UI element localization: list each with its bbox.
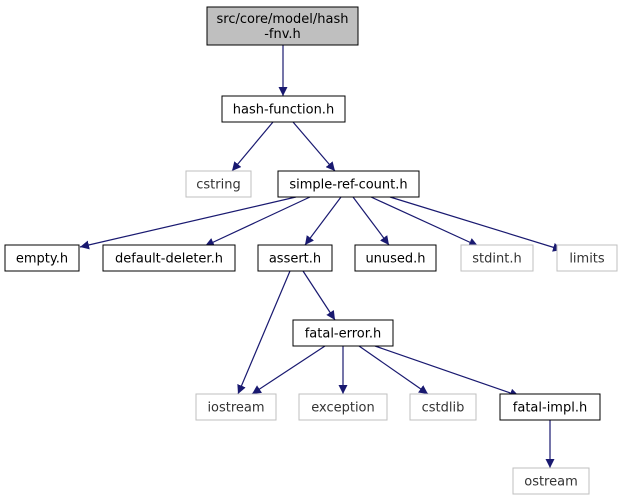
- node-fatal-error[interactable]: fatal-error.h: [292, 319, 394, 347]
- node-label-unused: unused.h: [365, 252, 425, 267]
- node-hash-function[interactable]: hash-function.h: [221, 95, 346, 123]
- node-box-limits: [556, 244, 618, 272]
- nodes: src/core/model/hash-fnv.h hash-function.h…: [4, 6, 618, 495]
- node-simple-ref-count[interactable]: simple-ref-count.h: [277, 170, 420, 198]
- node-label-stdint: stdint.h: [472, 252, 521, 267]
- node-label-default-deleter: default-deleter.h: [115, 252, 223, 267]
- node-label-hash-fnv: -fnv.h: [264, 27, 301, 42]
- node-label-limits: limits: [569, 252, 605, 267]
- node-label-assert: assert.h: [269, 252, 321, 267]
- edge-simple-ref-count-to-stdint: [370, 196, 479, 247]
- node-box-default-deleter: [102, 244, 236, 272]
- edge-assert-to-iostream: [237, 270, 291, 395]
- node-label-fatal-error: fatal-error.h: [305, 327, 382, 342]
- node-label-cstdlib: cstdlib: [422, 401, 465, 416]
- node-box-fatal-impl: [499, 393, 601, 421]
- node-limits: limits: [556, 244, 618, 272]
- node-default-deleter[interactable]: default-deleter.h: [102, 244, 236, 272]
- node-unused[interactable]: unused.h: [354, 244, 437, 272]
- node-label-cstring: cstring: [196, 178, 240, 193]
- edge-simple-ref-count-to-empty: [79, 196, 297, 250]
- node-label-ostream: ostream: [524, 475, 578, 490]
- edge-simple-ref-count-to-limits: [389, 196, 563, 252]
- node-box-hash-function: [221, 95, 346, 123]
- edge-fatal-error-to-cstdlib: [358, 345, 429, 395]
- node-empty[interactable]: empty.h: [4, 244, 80, 272]
- node-box-unused: [354, 244, 437, 272]
- edge-fatal-error-to-fatal-impl: [374, 345, 520, 398]
- node-box-ostream: [512, 467, 590, 495]
- node-cstdlib: cstdlib: [409, 393, 477, 421]
- node-ostream: ostream: [512, 467, 590, 495]
- edge-hash-function-to-cstring: [231, 121, 274, 172]
- edge-hash-function-to-simple-ref-count: [292, 121, 336, 172]
- node-label-exception: exception: [311, 401, 375, 416]
- node-box-iostream: [195, 393, 277, 421]
- edge-assert-to-fatal-error: [302, 270, 336, 321]
- node-box-exception: [298, 393, 388, 421]
- edge-simple-ref-count-to-default-deleter: [204, 196, 311, 247]
- node-box-hash-fnv: [206, 6, 359, 46]
- node-box-simple-ref-count: [277, 170, 420, 198]
- edge-simple-ref-count-to-unused: [352, 196, 390, 246]
- edge-simple-ref-count-to-assert: [304, 196, 342, 246]
- node-label-empty: empty.h: [16, 252, 68, 267]
- node-fatal-impl[interactable]: fatal-impl.h: [499, 393, 601, 421]
- node-iostream: iostream: [195, 393, 277, 421]
- node-box-assert: [257, 244, 333, 272]
- node-assert[interactable]: assert.h: [257, 244, 333, 272]
- node-exception: exception: [298, 393, 388, 421]
- node-cstring: cstring: [185, 170, 252, 198]
- node-stdint: stdint.h: [460, 244, 534, 272]
- node-label-iostream: iostream: [207, 401, 264, 416]
- edge-fatal-error-to-iostream: [251, 345, 326, 395]
- node-box-stdint: [460, 244, 534, 272]
- node-box-cstring: [185, 170, 252, 198]
- edges: [79, 45, 563, 468]
- node-box-cstdlib: [409, 393, 477, 421]
- node-box-empty: [4, 244, 80, 272]
- node-label-hash-function: hash-function.h: [233, 103, 334, 118]
- node-hash-fnv[interactable]: src/core/model/hash-fnv.h: [206, 6, 359, 46]
- node-label-fatal-impl: fatal-impl.h: [513, 401, 587, 416]
- node-label-hash-fnv: src/core/model/hash: [217, 12, 349, 27]
- node-label-simple-ref-count: simple-ref-count.h: [289, 178, 407, 193]
- node-box-fatal-error: [292, 319, 394, 347]
